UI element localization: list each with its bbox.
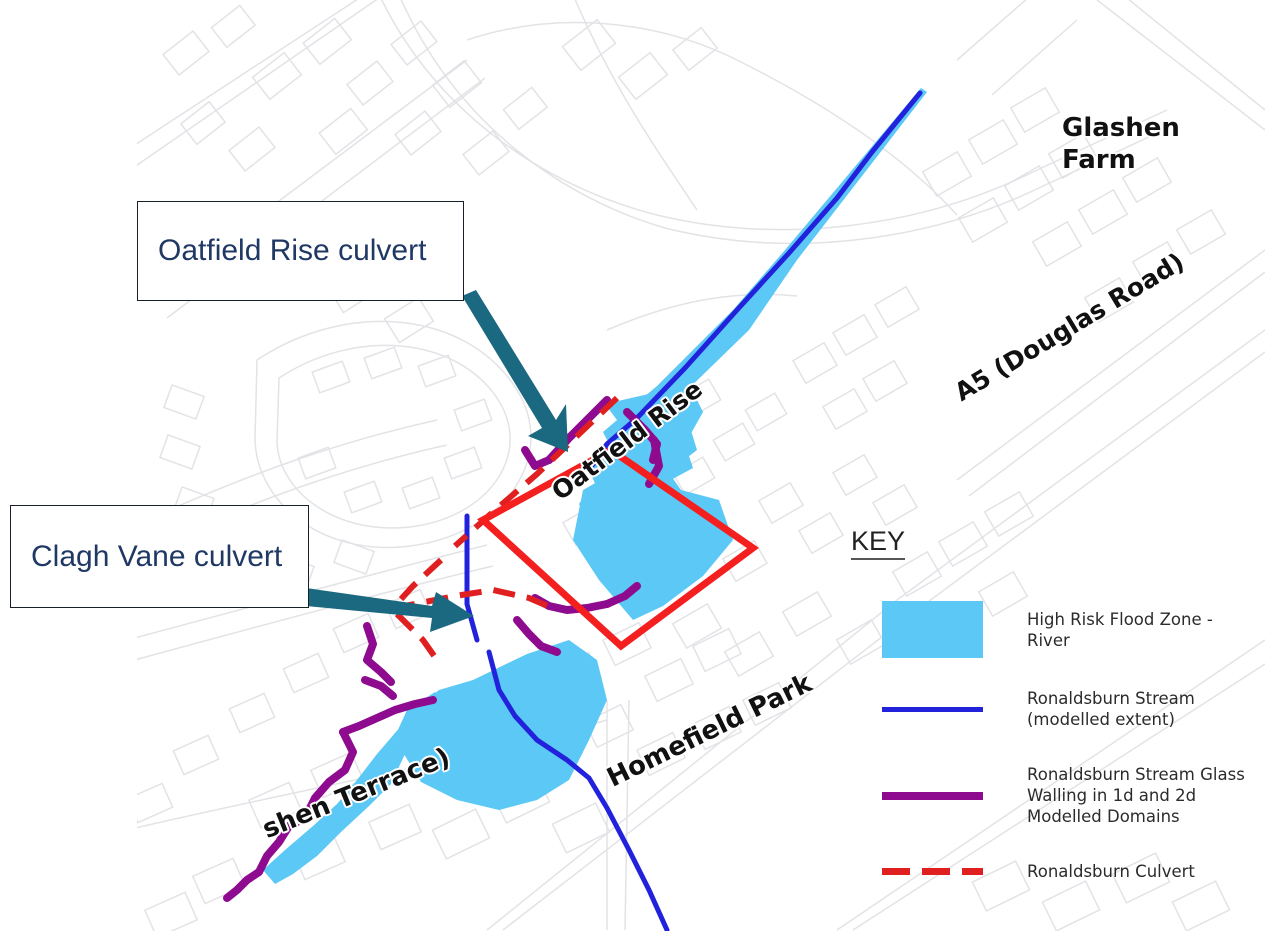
glass-walling-line-swatch	[882, 791, 983, 800]
legend-label: Ronaldsburn Culvert	[1027, 862, 1195, 881]
callout-oatfield-rise-culvert[interactable]: Oatfield Rise culvert	[137, 201, 464, 301]
stream-line-swatch	[882, 706, 983, 712]
key-title: KEY	[851, 526, 906, 560]
study-area-polygon	[477, 445, 760, 651]
legend-item-ronaldsburn-culvert: Ronaldsburn Culvert	[882, 861, 1195, 882]
callout-label: Clagh Vane culvert	[31, 539, 283, 573]
callout-clagh-vane-culvert[interactable]: Clagh Vane culvert	[10, 505, 309, 608]
callout-label: Oatfield Rise culvert	[158, 234, 427, 267]
legend-label: High Risk Flood Zone -River	[1027, 609, 1213, 650]
map-graphics	[137, 0, 1265, 931]
legend-item-ronaldsburn-stream: Ronaldsburn Stream(modelled extent)	[882, 688, 1195, 730]
legend-item-high-risk-flood-zone: High Risk Flood Zone -River	[882, 601, 1213, 658]
legend-label: Ronaldsburn Stream(modelled extent)	[1027, 689, 1195, 729]
culvert-line-swatch	[882, 868, 983, 875]
flood-zone-swatch	[882, 601, 983, 658]
